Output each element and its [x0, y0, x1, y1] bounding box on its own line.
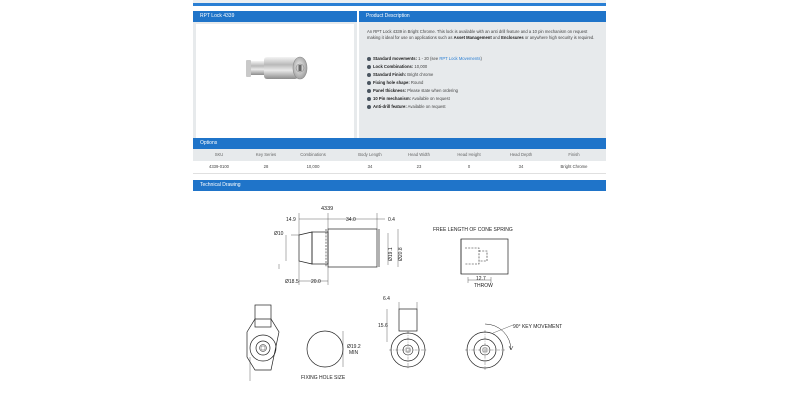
col-body-length: Body Length — [358, 152, 382, 157]
cell-finish: Bright Chrome — [560, 164, 588, 169]
fixing-hole-circle — [306, 330, 344, 368]
key-movement-label: 90° KEY MOVEMENT — [513, 324, 562, 330]
lock-cone-outline — [298, 231, 313, 265]
bullet-icon — [367, 72, 371, 77]
feature-panel-thickness: Panel thickness: Please state when order… — [367, 88, 458, 94]
spring-housing-outline — [460, 238, 509, 275]
front-cam-outline — [254, 304, 272, 328]
feature-10-pin-mechanism: 10 Pin mechanism: Available on request — [367, 96, 450, 102]
fixing-hole-label: FIXING HOLE SIZE — [301, 375, 346, 381]
cell-body-length: 34 — [367, 164, 373, 169]
technical-drawing-svg: 4339 14.9 34.0 0.4 Ø10 Ø18.5 20.0 Ø19.1 … — [246, 206, 562, 381]
feature-lock-combinations: Lock Combinations: 10,000 — [367, 64, 427, 70]
key-movement-arc — [484, 323, 512, 351]
col-head-width: Head Width — [408, 152, 430, 157]
dim-34-0: 34.0 — [346, 217, 356, 223]
col-finish: Finish — [568, 152, 580, 157]
col-head-height: Head Height — [457, 152, 481, 157]
rpt-lock-movements-link[interactable]: RPT Lock Movements — [439, 56, 481, 61]
bullet-icon — [367, 96, 371, 101]
technical-drawing-title: Technical Drawing — [193, 180, 606, 191]
product-description-title: Product Description — [359, 11, 606, 22]
front-cam-2-outline — [398, 308, 418, 332]
dim-15-6: 15.6 — [378, 323, 388, 329]
cell-head-height: 0 — [467, 164, 471, 169]
drawing-model-number: 4339 — [321, 206, 333, 212]
bullet-icon — [367, 88, 371, 93]
dim-20-0: 20.0 — [311, 279, 321, 285]
feature-standard-movements: Standard movements: 1 - 20 (see RPT Lock… — [367, 56, 482, 62]
dim-dia-10: Ø10 — [274, 231, 284, 237]
cone-spring-label: FREE LENGTH OF CONE SPRING — [433, 227, 513, 233]
options-title: Options — [193, 138, 606, 149]
col-combinations: Combinations — [300, 152, 326, 157]
lock-cam-outline — [311, 231, 329, 265]
cell-head-depth: 34 — [518, 164, 524, 169]
technical-drawing: 4339 14.9 34.0 0.4 Ø10 Ø18.5 20.0 Ø19.1 … — [193, 191, 606, 400]
feature-fixing-hole-shape: Fixing hole shape: Round — [367, 80, 423, 86]
bullet-icon — [367, 64, 371, 69]
dim-min: MIN — [349, 350, 359, 356]
throw-label: THROW — [474, 283, 493, 289]
bullet-icon — [367, 80, 371, 85]
col-key-series: Key Series — [255, 152, 277, 157]
product-image-frame — [196, 24, 354, 146]
feature-standard-finish: Standard Finish: Bright chrome — [367, 72, 433, 78]
cell-head-width: 23 — [416, 164, 422, 169]
bullet-icon — [367, 104, 371, 109]
hex-nut-outline — [246, 318, 280, 371]
lock-body-outline — [327, 228, 378, 268]
product-description-text: An RPT Lock 4339 in Bright Chrome. This … — [367, 29, 595, 41]
dim-14-9: 14.9 — [286, 217, 296, 223]
bullet-icon — [367, 56, 371, 61]
dim-dia-18-5: Ø18.5 — [285, 279, 299, 285]
dim-dia-20-8: Ø20.8 — [398, 247, 404, 261]
product-description-panel: Product Description An RPT Lock 4339 in … — [359, 11, 606, 148]
cell-sku: 4339-0100 — [208, 164, 230, 169]
dim-dia-19-2: Ø19.2 — [347, 344, 361, 350]
product-panel-title: RPT Lock 4339 — [193, 11, 357, 22]
lock-product-image — [246, 56, 308, 80]
feature-anti-drill: Anti-drill feature: Available on request — [367, 104, 446, 110]
product-image-panel: RPT Lock 4339 — [193, 11, 357, 148]
table-row: 4339-0100 28 10,000 34 23 0 34 Bright Ch… — [193, 161, 606, 174]
cell-combinations: 10,000 — [306, 164, 320, 169]
col-sku: SKU — [214, 152, 224, 157]
top-strip — [193, 0, 606, 6]
dim-dia-19-1: Ø19.1 — [388, 247, 394, 261]
cell-key-series: 28 — [263, 164, 269, 169]
col-head-depth: Head Depth — [509, 152, 533, 157]
options-panel: Options SKU Key Series Combinations Body… — [193, 138, 606, 180]
dim-6-4: 6.4 — [383, 296, 390, 302]
dim-0-4: 0.4 — [388, 217, 395, 223]
dim-12-7: 12.7 — [476, 276, 486, 282]
options-table-header: SKU Key Series Combinations Body Length … — [193, 149, 606, 161]
